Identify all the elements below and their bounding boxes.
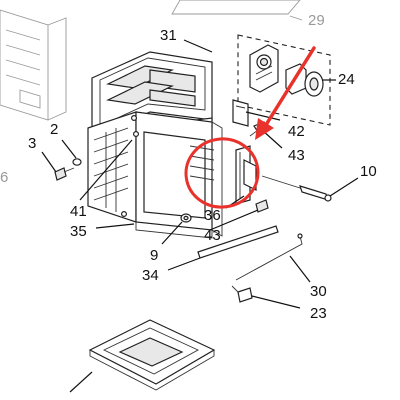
callout-43-top: 43 [288,147,305,164]
callout-29: 29 [308,12,325,29]
callout-10: 10 [360,163,377,180]
callout-9: 9 [150,247,158,264]
screw-43-bottom [255,199,269,213]
callout-35: 35 [70,223,87,240]
callout-31: 31 [160,27,177,44]
nut-9 [180,213,192,223]
callout-42: 42 [288,123,305,140]
callout-34: 34 [142,267,159,284]
callout-43-bottom: 43 [204,227,221,244]
callout-36: 36 [204,207,221,224]
callout-23: 23 [310,305,327,322]
bottom-pan [88,319,216,391]
highlight-circle [184,137,260,209]
background-oven-left [0,9,67,121]
callout-30: 30 [310,283,327,300]
connector-23 [231,285,253,303]
callout-41: 41 [70,203,87,220]
red-arrow-icon [255,118,274,140]
callout-6: 6 [0,169,8,186]
callout-24: 24 [338,71,355,88]
wire-harness-30 [235,233,303,281]
oven-sensor-10 [261,175,332,202]
oven-cavity-frame [87,111,223,239]
background-top-panel [171,0,303,21]
screw-3 [54,167,75,181]
pointer-arrow [255,46,316,140]
red-ellipse-icon [184,137,260,209]
callout-3: 3 [28,135,36,152]
mounting-bracket-42 [232,99,249,127]
washer-2 [72,158,82,166]
callout-2: 2 [50,121,58,138]
control-panel-group [237,34,331,126]
rack-slide-bracket [235,145,257,205]
leader-lines [41,39,359,393]
trim-strip-34 [197,225,279,259]
